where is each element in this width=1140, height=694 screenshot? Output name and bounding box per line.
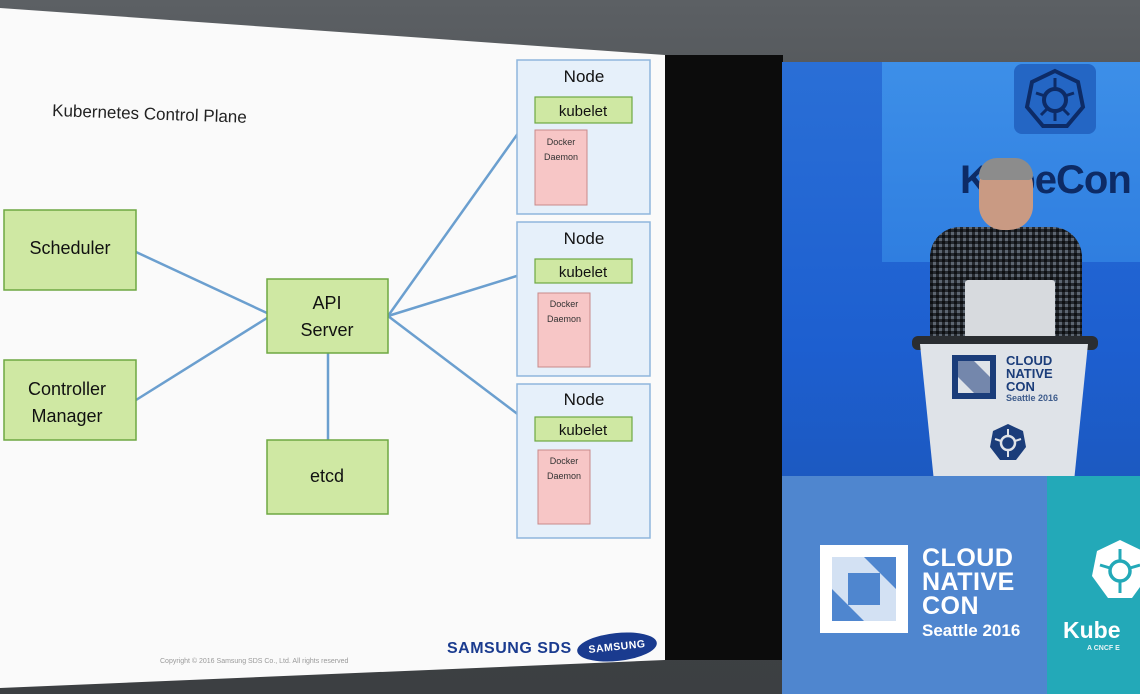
controller-manager-box — [3, 359, 137, 441]
controller-manager-label-line1: Controller — [28, 379, 106, 399]
kubelet-label: kubelet — [559, 264, 608, 281]
api-server-label-line1: API — [312, 293, 341, 313]
podium-line1: CLOUD — [1006, 353, 1053, 368]
docker-daemon-box — [537, 292, 591, 368]
banner-branding: CLOUD NATIVE CON Seattle 2016 — [922, 546, 1020, 642]
speaker-hair — [979, 158, 1033, 180]
banner-line1: CLOUD — [922, 544, 1014, 572]
scheduler-label: Scheduler — [29, 238, 110, 258]
kubernetes-wheel-icon — [1014, 64, 1096, 134]
kubelet-box — [534, 96, 633, 124]
docker-daemon-label-line1: Docker — [547, 137, 576, 147]
banner-line3: CON — [922, 592, 980, 620]
node-box: Node kubelet Docker Daemon — [516, 221, 651, 377]
node-box: Node kubelet Docker Daemon — [516, 383, 651, 539]
node-box: Node kubelet Docker Daemon — [516, 59, 651, 215]
docker-daemon-box — [537, 449, 591, 525]
samsung-sds-logo: SAMSUNG SDS — [447, 640, 572, 657]
node-title: Node — [564, 67, 605, 86]
kubecon-banner-subtext: A CNCF E — [1087, 645, 1120, 652]
docker-daemon-box — [534, 129, 588, 206]
screen-gap — [665, 55, 783, 660]
scheduler-box — [3, 209, 137, 291]
speaker-video: KubeCon CLOUD NATIVE CON Seattle 2016 — [782, 62, 1140, 694]
connector-controller-api — [135, 316, 268, 402]
docker-daemon-label-line1: Docker — [550, 299, 579, 309]
controller-manager-label-line2: Manager — [31, 406, 102, 426]
connector-api-node2 — [387, 268, 537, 318]
laptop-icon — [965, 280, 1055, 340]
samsung-logo-text: SAMSUNG — [587, 638, 647, 656]
etcd-label: etcd — [310, 466, 344, 486]
kubelet-label: kubelet — [559, 422, 608, 439]
kubelet-label: kubelet — [559, 103, 608, 120]
etcd-box — [266, 439, 389, 515]
api-server-box — [266, 278, 389, 354]
architecture-diagram: Kubernetes Control Plane Scheduler Contr… — [3, 59, 651, 539]
banner-line2: NATIVE — [922, 568, 1015, 596]
docker-daemon-label-line2: Daemon — [544, 152, 578, 162]
node-title: Node — [564, 390, 605, 409]
kubelet-box — [534, 258, 633, 284]
podium-branding: CLOUD NATIVE CON Seattle 2016 — [1006, 354, 1058, 404]
podium-line2: NATIVE — [1006, 366, 1053, 381]
docker-daemon-label-line2: Daemon — [547, 471, 581, 481]
api-server-label-line2: Server — [300, 320, 353, 340]
kubelet-box — [534, 416, 633, 442]
connector-api-node3 — [387, 315, 537, 429]
node-title: Node — [564, 229, 605, 248]
kubernetes-wheel-icon — [1092, 540, 1140, 598]
diagram-connectors — [135, 107, 538, 440]
cloud-native-con-logo-icon — [952, 355, 996, 399]
slide-title: Kubernetes Control Plane — [52, 101, 247, 127]
kubecon-banner-text: Kube — [1063, 617, 1121, 643]
podium-line3: CON — [1006, 379, 1035, 394]
docker-daemon-label-line1: Docker — [550, 456, 579, 466]
docker-daemon-label-line2: Daemon — [547, 314, 581, 324]
cloud-native-con-logo-icon — [820, 545, 908, 633]
banner-city: Seattle 2016 — [922, 621, 1021, 640]
projected-slide: Kubernetes Control Plane Scheduler Contr… — [0, 8, 665, 688]
podium-city: Seattle 2016 — [1006, 393, 1059, 403]
kubernetes-wheel-icon — [990, 424, 1026, 460]
connector-api-node1 — [386, 107, 538, 317]
connector-scheduler-api — [135, 250, 268, 315]
slide-copyright: Copyright © 2016 Samsung SDS Co., Ltd. A… — [160, 658, 349, 665]
